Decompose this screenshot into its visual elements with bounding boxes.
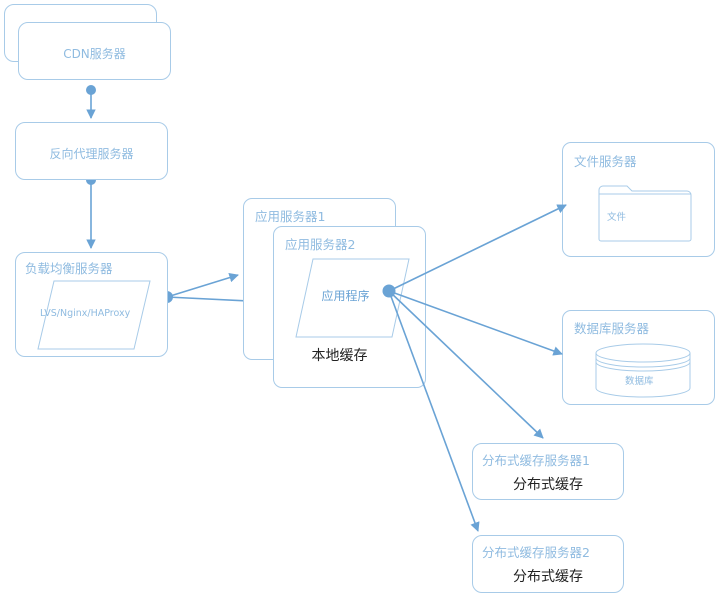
- cdn-server-box[interactable]: CDN服务器: [18, 22, 171, 80]
- edge-reverse-proxy-to-load-balancer: [86, 175, 96, 249]
- database-server-title: 数据库服务器: [574, 321, 650, 336]
- cache-server-1-title: 分布式缓存服务器1: [482, 453, 590, 468]
- reverse-proxy-server-box[interactable]: 反向代理服务器: [15, 122, 168, 180]
- cache-server-2-title: 分布式缓存服务器2: [482, 545, 590, 560]
- cdn-server-label: CDN服务器: [63, 47, 126, 61]
- load-balancer-parallelogram: [37, 280, 151, 350]
- file-server-title: 文件服务器: [574, 154, 637, 169]
- application-label: 应用程序: [321, 289, 370, 303]
- reverse-proxy-server-label: 反向代理服务器: [49, 147, 134, 161]
- cache-server-1-body-label: 分布式缓存: [513, 477, 583, 493]
- edge-cdn-to-reverse-proxy: [86, 85, 96, 119]
- file-label: 文件: [607, 212, 627, 223]
- folder-icon: [598, 185, 692, 242]
- app-server-1-title: 应用服务器1: [255, 209, 326, 224]
- load-balancer-server-title: 负载均衡服务器: [25, 261, 113, 276]
- file-server-box[interactable]: 文件服务器 文件: [562, 142, 715, 257]
- load-balancer-server-box[interactable]: 负载均衡服务器 LVS/Nginx/HAProxy: [15, 252, 168, 357]
- cache-server-2-body-label: 分布式缓存: [513, 569, 583, 585]
- local-cache-label: 本地缓存: [311, 348, 368, 364]
- app-server-2-box[interactable]: 应用服务器2 应用程序 本地缓存: [273, 226, 426, 388]
- cache-server-2-box[interactable]: 分布式缓存服务器2 分布式缓存: [472, 535, 624, 593]
- database-server-box[interactable]: 数据库服务器 数据库: [562, 310, 715, 405]
- database-cylinder-icon: [595, 343, 691, 398]
- app-server-2-title: 应用服务器2: [285, 237, 356, 252]
- cache-server-1-box[interactable]: 分布式缓存服务器1 分布式缓存: [472, 443, 624, 500]
- load-balancer-software-label: LVS/Nginx/HAProxy: [40, 308, 131, 319]
- database-label: 数据库: [625, 376, 654, 387]
